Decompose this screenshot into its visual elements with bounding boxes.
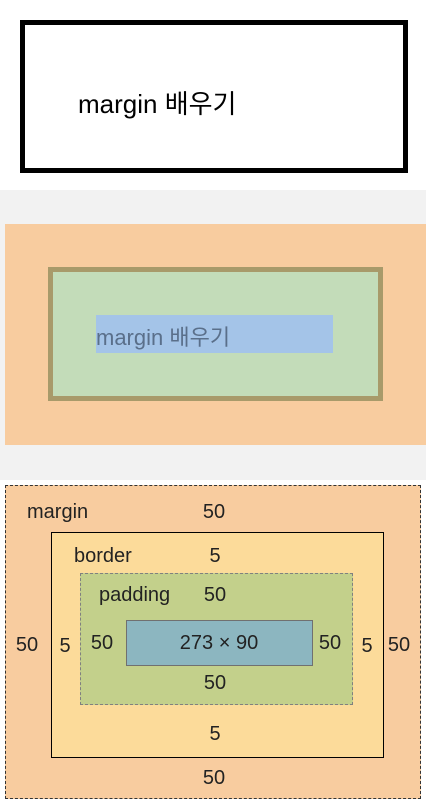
padding-label: padding <box>99 584 171 606</box>
border-top-value: 5 <box>209 545 221 567</box>
border-right-value: 5 <box>361 635 373 657</box>
margin-label: margin <box>27 501 89 523</box>
box-model-margin: margin 50 50 50 50 border 5 5 5 5 paddin… <box>5 485 421 799</box>
box-model-padding: padding 50 50 50 50 273 × 90 <box>80 573 353 705</box>
border-label: border <box>74 545 132 567</box>
padding-bottom-value: 50 <box>203 672 227 694</box>
margin-left-value: 50 <box>15 634 39 656</box>
margin-bottom-value: 50 <box>202 767 226 789</box>
highlight-content: margin 배우기 <box>96 315 333 353</box>
margin-top-value: 50 <box>202 501 226 523</box>
padding-top-value: 50 <box>203 584 227 606</box>
padding-right-value: 50 <box>318 632 342 654</box>
plain-box-panel: margin 배우기 <box>0 0 426 190</box>
plain-box-text: margin 배우기 <box>78 89 237 119</box>
margin-right-value: 50 <box>387 634 411 656</box>
box-model-panel: margin 50 50 50 50 border 5 5 5 5 paddin… <box>0 480 426 804</box>
box-model-content: 273 × 90 <box>126 620 313 666</box>
box-model-border: border 5 5 5 5 padding 50 50 50 50 273 ×… <box>51 532 384 758</box>
border-left-value: 5 <box>59 635 71 657</box>
padding-left-value: 50 <box>90 632 114 654</box>
border-bottom-value: 5 <box>209 723 221 745</box>
highlight-overlay-panel: margin 배우기 <box>5 224 426 445</box>
highlight-padding: margin 배우기 <box>53 272 378 396</box>
highlight-border: margin 배우기 <box>48 267 383 401</box>
content-size: 273 × 90 <box>179 632 259 654</box>
highlight-text: margin 배우기 <box>96 325 231 350</box>
plain-box: margin 배우기 <box>20 20 408 173</box>
